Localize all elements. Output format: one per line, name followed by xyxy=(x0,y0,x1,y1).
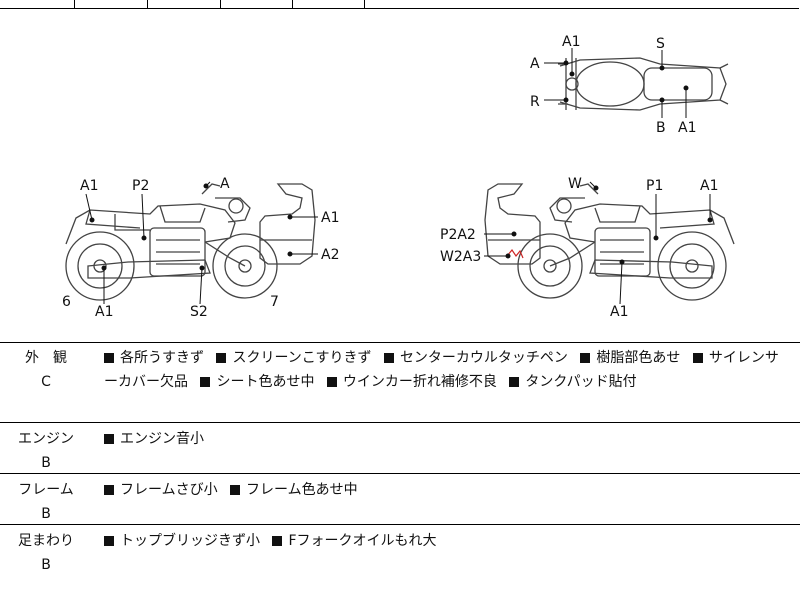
label-left-7: 7 xyxy=(270,294,279,310)
bullet-square-icon xyxy=(104,352,114,363)
damage-diagram: A1 P2 A A1 A2 6 A1 S2 7 W P1 A1 P2A2 W2A… xyxy=(0,8,800,343)
category-grade: B xyxy=(41,455,51,471)
label-top-a1: A1 xyxy=(562,34,580,50)
label-right-w2a3: W2A3 xyxy=(440,249,481,265)
category-name: 外 観 xyxy=(25,350,67,366)
label-left-a1-bottom: A1 xyxy=(95,304,113,320)
bullet-square-icon xyxy=(692,352,703,363)
list-item: サイレンサーカバー欠品 xyxy=(104,350,779,390)
label-right-a1-tank: A1 xyxy=(700,178,718,194)
list-item: シート色あせ中 xyxy=(200,374,314,390)
label-right-w: W xyxy=(568,176,582,192)
bullet-square-icon xyxy=(580,352,591,363)
label-left-a1-tank: A1 xyxy=(80,178,98,194)
list-item: タンクパッド貼付 xyxy=(509,374,637,390)
item-list: 各所うすきず スクリーンこすりきず センターカウルタッチペン 樹脂部色あせ サイ… xyxy=(104,346,792,394)
category-grade: B xyxy=(41,506,51,522)
bullet-square-icon xyxy=(104,484,114,495)
right-side-view xyxy=(484,183,735,301)
bullet-square-icon xyxy=(326,376,337,387)
bullet-square-icon xyxy=(200,376,211,387)
list-item: センターカウルタッチペン xyxy=(383,350,568,366)
label-left-p2: P2 xyxy=(132,178,149,194)
section-frame: フレーム B フレームさび小 フレーム色あせ中 xyxy=(0,474,800,525)
category-cell: 外 観 C xyxy=(0,346,92,394)
bullet-square-icon xyxy=(104,535,114,546)
category-name: エンジン xyxy=(18,431,74,447)
damage-marker xyxy=(506,248,524,259)
category-grade: B xyxy=(41,557,51,573)
list-item: ウインカー折れ補修不良 xyxy=(326,374,497,390)
label-top-r: R xyxy=(530,94,540,110)
top-view xyxy=(558,57,729,111)
section-suspension: 足まわり B トップブリッジきず小 Fフォークオイルもれ大 xyxy=(0,525,800,600)
label-right-p2a2: P2A2 xyxy=(440,227,476,243)
list-item: フレームさび小 xyxy=(104,482,218,498)
list-item: エンジン音小 xyxy=(104,431,204,447)
bullet-square-icon xyxy=(509,376,520,387)
item-list: フレームさび小 フレーム色あせ中 xyxy=(104,478,792,502)
bullet-square-icon xyxy=(272,535,283,546)
list-item: Fフォークオイルもれ大 xyxy=(272,533,437,549)
label-top-b: B xyxy=(656,120,666,136)
label-left-s2: S2 xyxy=(190,304,208,320)
bullet-square-icon xyxy=(383,352,394,363)
header-table-row xyxy=(0,0,800,9)
label-left-a2: A2 xyxy=(321,247,339,263)
category-name: 足まわり xyxy=(18,533,74,549)
list-item: フレーム色あせ中 xyxy=(230,482,358,498)
label-left-6: 6 xyxy=(62,294,71,310)
category-name: フレーム xyxy=(18,482,74,498)
item-list: エンジン音小 xyxy=(104,427,792,451)
list-item: スクリーンこすりきず xyxy=(216,350,371,366)
item-list: トップブリッジきず小 Fフォークオイルもれ大 xyxy=(104,529,792,553)
label-left-a1-cowl: A1 xyxy=(321,210,339,226)
label-left-a: A xyxy=(220,176,230,192)
list-item: トップブリッジきず小 xyxy=(104,533,260,549)
bullet-square-icon xyxy=(230,484,241,495)
category-cell: フレーム B xyxy=(0,478,92,526)
section-engine: エンジン B エンジン音小 xyxy=(0,423,800,474)
section-exterior: 外 観 C 各所うすきず スクリーンこすりきず センターカウルタッチペン 樹脂部… xyxy=(0,342,800,423)
list-item: 各所うすきず xyxy=(104,350,204,366)
label-right-a1-bottom: A1 xyxy=(610,304,628,320)
left-side-view xyxy=(65,183,316,301)
category-cell: 足まわり B xyxy=(0,529,92,577)
bullet-square-icon xyxy=(104,433,114,444)
label-top-a: A xyxy=(530,56,540,72)
category-cell: エンジン B xyxy=(0,427,92,475)
label-top-a1-seat: A1 xyxy=(678,120,696,136)
bullet-square-icon xyxy=(216,352,227,363)
label-top-s: S xyxy=(656,36,665,52)
category-grade: C xyxy=(41,374,51,390)
list-item: 樹脂部色あせ xyxy=(580,350,680,366)
label-right-p1: P1 xyxy=(646,178,663,194)
